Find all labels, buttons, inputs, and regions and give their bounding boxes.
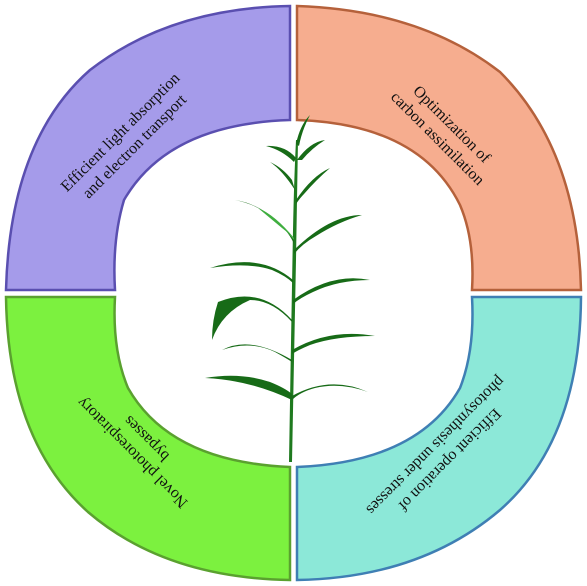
leaf-left-2 — [222, 344, 292, 362]
leaf-left-1 — [205, 375, 292, 400]
leaf-left-5b — [258, 208, 294, 240]
leaf-left-7 — [266, 145, 296, 162]
leaf-right-4 — [294, 215, 362, 254]
leaf-right-1 — [292, 384, 368, 400]
leaf-right-6 — [297, 140, 325, 160]
leaf-left-4 — [210, 262, 293, 283]
leaf-top — [296, 115, 310, 146]
plant-illustration — [205, 115, 375, 462]
quadrant-top-left — [4, 4, 292, 292]
leaf-left-3 — [212, 296, 292, 340]
leaf-right-3 — [293, 278, 370, 304]
quadrant-bottom-right — [295, 295, 583, 582]
quadrant-top-right — [295, 4, 583, 292]
leaf-right-5 — [296, 168, 330, 204]
leaf-left-6 — [270, 162, 295, 190]
leaf-left-5 — [235, 200, 294, 244]
leaf-right-2 — [292, 333, 375, 354]
quadrant-bottom-left — [4, 295, 292, 582]
